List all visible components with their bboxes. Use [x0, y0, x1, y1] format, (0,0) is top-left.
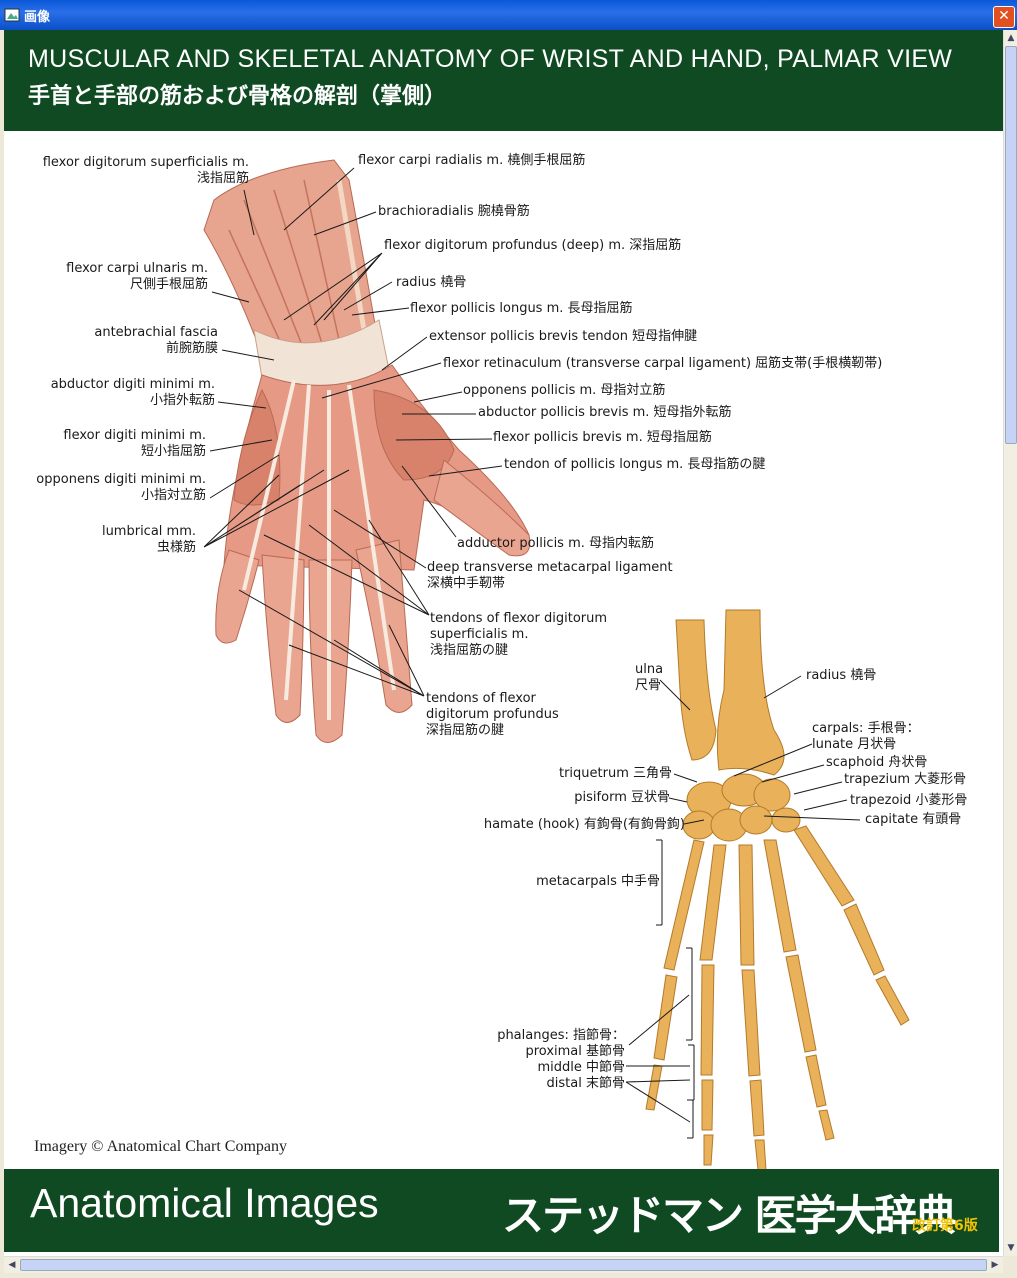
metacarpal-5 [663, 839, 705, 971]
label-op: opponens pollicis m. 母指対立筋 [463, 383, 666, 398]
page-title-english: MUSCULAR AND SKELETAL ANATOMY OF WRIST A… [28, 45, 953, 73]
leader-lines [203, 167, 861, 1139]
label-capitate: capitate 有頭骨 [865, 812, 962, 827]
thenar-eminence [373, 389, 455, 481]
scroll-down-icon[interactable]: ▼ [1007, 1243, 1015, 1253]
label-fcr: flexor carpi radialis m. 橈側手根屈筋 [358, 153, 586, 168]
label-trapezoid: trapezoid 小菱形骨 [850, 793, 968, 808]
label-odm: opponens digiti minimi m.小指対立筋 [36, 472, 206, 503]
label-tpl: tendon of pollicis longus m. 長母指筋の腱 [504, 457, 766, 472]
dictionary-logo: ステッドマン 医学大辞典 [502, 1191, 957, 1240]
label-adductor-pollicis: adductor pollicis m. 母指内転筋 [457, 536, 655, 551]
label-pisiform: pisiform 豆状骨 [574, 790, 670, 805]
label-apb: abductor pollicis brevis m. 短母指外転筋 [478, 405, 732, 420]
label-epb: extensor pollicis brevis tendon 短母指伸腱 [429, 329, 698, 344]
label-radius-muscle: radius 橈骨 [396, 275, 467, 290]
skeletal-hand-drawing [645, 609, 910, 1171]
ulna-bone [675, 619, 717, 761]
label-fdm: flexor digiti minimi m.短小指屈筋 [63, 428, 206, 459]
label-fdp: flexor digitorum profundus (deep) m. 深指屈… [384, 238, 682, 253]
close-button[interactable]: ✕ [993, 6, 1015, 28]
window-titlebar[interactable]: 画像 ✕ [0, 0, 1017, 30]
label-flexor-retinaculum: flexor retinaculum (transverse carpal li… [443, 356, 883, 371]
scroll-right-icon[interactable]: ▶ [991, 1260, 999, 1270]
image-viewport: MUSCULAR AND SKELETAL ANATOMY OF WRIST A… [4, 30, 1003, 1256]
page-header: MUSCULAR AND SKELETAL ANATOMY OF WRIST A… [4, 30, 1003, 131]
metacarpal-3 [738, 844, 755, 966]
label-fpl: flexor pollicis longus m. 長母指屈筋 [410, 301, 633, 316]
label-phalanges: phalanges: 指節骨： proximal 基節骨 middle 中節骨 … [497, 1028, 625, 1091]
label-lumbrical: lumbrical mm.虫様筋 [101, 524, 196, 555]
horizontal-scroll-thumb[interactable] [20, 1259, 987, 1271]
vertical-scrollbar[interactable]: ▲ ▼ [1003, 30, 1017, 1256]
label-trapezium: trapezium 大菱形骨 [844, 772, 967, 787]
footer-banner: Anatomical Images ステッドマン 医学大辞典 改訂第6版 [4, 1169, 999, 1252]
label-fds: flexor digitorum superficialis m.浅指屈筋 [42, 155, 249, 186]
label-fcu: flexor carpi ulnaris m.尺側手根屈筋 [66, 261, 208, 292]
metacarpal-2 [763, 839, 797, 953]
label-brachioradialis: brachioradialis 腕橈骨筋 [378, 204, 530, 219]
horizontal-scrollbar[interactable]: ◀ ▶ [4, 1256, 1003, 1273]
radius-bone [716, 609, 785, 776]
vertical-scroll-thumb[interactable] [1005, 46, 1017, 444]
label-scaphoid: scaphoid 舟状骨 [826, 755, 928, 770]
edition-badge: 改訂第6版 [912, 1218, 978, 1234]
finger-little [215, 549, 260, 644]
anatomy-illustration [203, 159, 910, 1171]
finger-ring [261, 554, 305, 723]
page-title-japanese: 手首と手部の筋および骨格の解剖（掌側） [28, 84, 447, 109]
label-carpals: carpals: 手根骨：lunate 月状骨 [812, 721, 920, 752]
label-adm: abductor digiti minimi m.小指外転筋 [50, 377, 215, 408]
footer-title: Anatomical Images [30, 1180, 379, 1226]
label-fpb: flexor pollicis brevis m. 短母指屈筋 [493, 430, 712, 445]
metacarpal-1 [793, 825, 855, 907]
image-app-icon [4, 8, 20, 22]
scroll-up-icon[interactable]: ▲ [1007, 33, 1015, 43]
label-metacarpals: metacarpals 中手骨 [536, 874, 660, 889]
label-hamate: hamate (hook) 有鉤骨(有鉤骨鉤) [483, 817, 685, 832]
image-credit: Imagery © Anatomical Chart Company [34, 1138, 287, 1155]
label-radius-bone: radius 橈骨 [806, 668, 877, 683]
thumb [433, 459, 531, 557]
label-triquetrum: triquetrum 三角骨 [558, 766, 672, 781]
scroll-left-icon[interactable]: ◀ [8, 1260, 16, 1270]
metacarpal-4 [699, 844, 727, 961]
window-title: 画像 [24, 10, 51, 25]
